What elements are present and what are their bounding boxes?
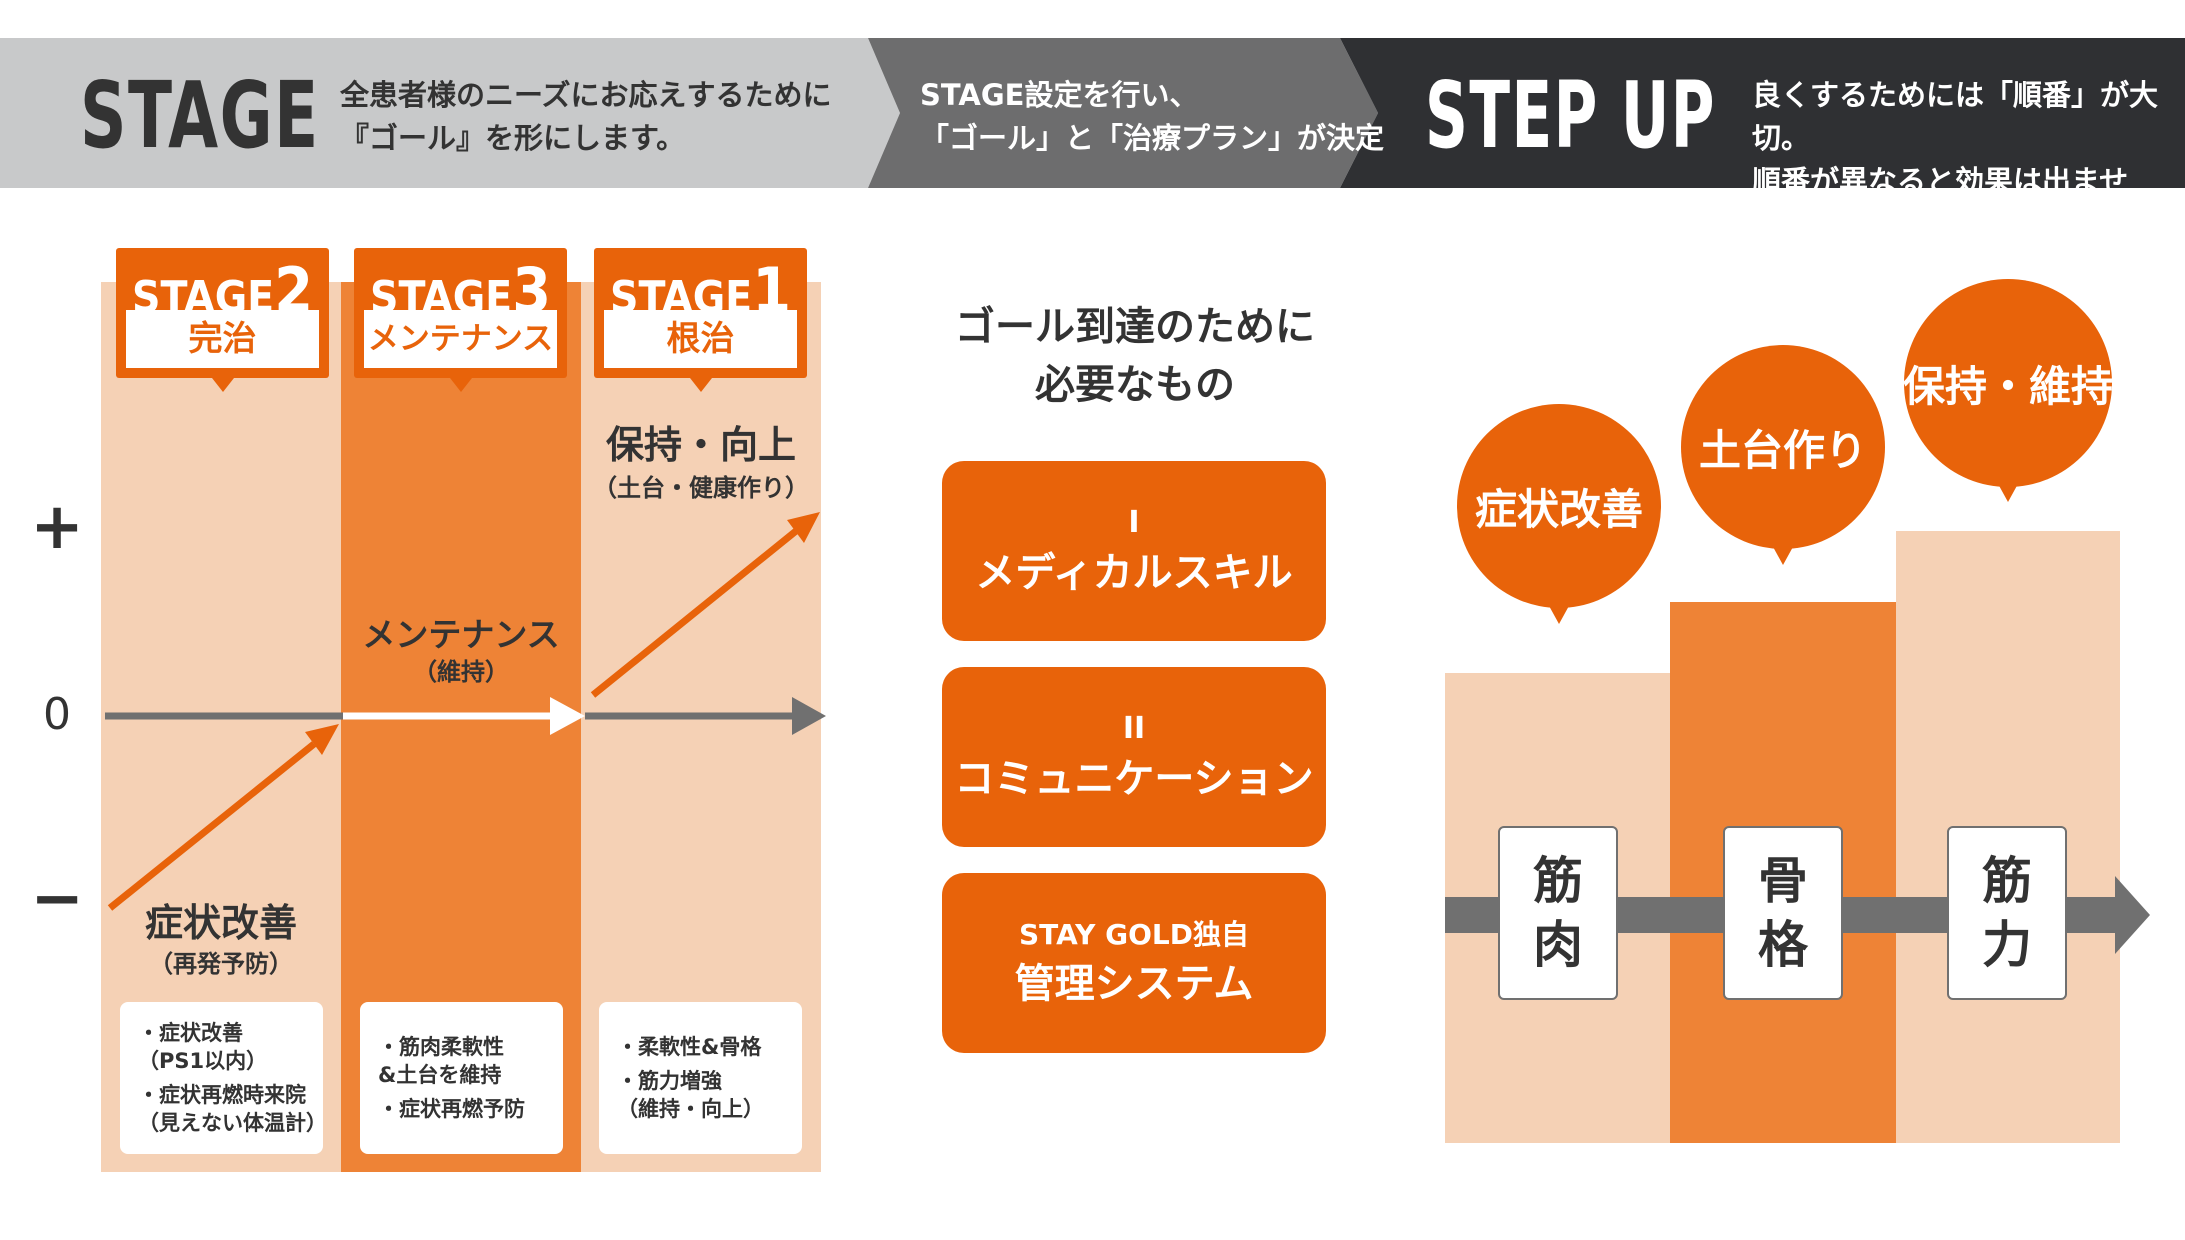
col2-main-label: メンテナンス	[362, 615, 560, 654]
col1-sub-label: （再発予防）	[149, 950, 293, 978]
element-card-3: 筋 力	[1947, 826, 2067, 1000]
middle-title-line1: ゴール到達のために	[955, 304, 1315, 350]
note-card-2-item-1: ・筋肉柔軟性 &土台を維持	[378, 1035, 504, 1087]
col1-main-label: 症状改善	[144, 901, 297, 945]
stage-header-2-name: メンテナンス	[364, 310, 557, 368]
stage-header-2: STAGE3 メンテナンス	[354, 248, 567, 392]
goal-bubble-1: 症状改善	[1457, 404, 1661, 608]
middle-title-line2: 必要なもの	[1035, 362, 1235, 408]
goal-bubble-3-tail	[1997, 482, 2019, 502]
header-middle-line1: STAGE設定を行い、	[920, 78, 1199, 112]
note-card-3: ・柔軟性&骨格 ・筋力増強 （維持・向上）	[599, 1002, 802, 1154]
note-card-3-item-2: ・筋力増強 （維持・向上）	[617, 1069, 764, 1121]
header-stepup-line2: 順番が異なると効果は出ません。	[1752, 164, 2129, 241]
stage-header-2-notch	[449, 378, 472, 392]
header-middle-line2: 「ゴール」と「治療プラン」が決定	[920, 121, 1385, 155]
rising-arrow-1	[107, 741, 317, 911]
rising-arrow-1-head	[305, 724, 339, 755]
element-card-2-char-1: 骨	[1758, 852, 1808, 910]
rising-arrow-2	[590, 528, 799, 698]
stage-header-1-notch	[211, 378, 234, 392]
axis-plus-sign: +	[30, 490, 84, 564]
element-card-3-char-1: 筋	[1982, 852, 2032, 910]
goal-bubble-3: 保持・維持	[1903, 279, 2113, 487]
element-card-1-char-2: 肉	[1533, 916, 1583, 974]
header-stepup-text: 良くするためには「順番」が大切。 順番が異なると効果は出ません。	[1752, 74, 2185, 246]
element-card-2: 骨 格	[1723, 826, 1843, 1000]
col3-sub-label: （土台・健康作り）	[593, 474, 809, 502]
zero-axis-arrowhead-middle	[550, 697, 585, 735]
stage-header-3: STAGE1 根治	[594, 248, 807, 392]
col2-sub-label: （維持）	[413, 658, 509, 686]
requirement-box-3-text: 管理システム	[1014, 961, 1254, 1007]
middle-title: ゴール到達のために 必要なもの	[900, 298, 1370, 414]
stage-header-1: STAGE2 完治	[116, 248, 329, 392]
stage-header-3-name: 根治	[604, 310, 797, 368]
header-segment-stage	[0, 38, 900, 188]
requirement-box-2-text: コミュニケーション	[954, 756, 1314, 802]
requirement-box-2: II コミュニケーション	[942, 667, 1326, 847]
header-middle-text: STAGE設定を行い、 「ゴール」と「治療プラン」が決定	[920, 74, 1384, 160]
header-stage-word: STAGE	[80, 62, 320, 169]
goal-bubble-1-tail	[1548, 604, 1570, 624]
zero-axis-arrowhead-right	[792, 697, 826, 735]
axis-minus-sign: −	[30, 862, 84, 936]
note-card-1-item-1: ・症状改善 （PS1以内）	[138, 1021, 268, 1073]
element-card-3-char-2: 力	[1982, 916, 2032, 974]
note-card-2-item-2: ・症状再燃予防	[378, 1097, 525, 1121]
axis-zero-label: 0	[43, 689, 71, 740]
header-stage-description: 全患者様のニーズにお応えするために 『ゴール』を形にします。	[340, 74, 832, 160]
requirement-box-1: I メディカルスキル	[942, 461, 1326, 641]
requirement-box-3-small: STAY GOLD独自	[1019, 918, 1249, 951]
goal-bubble-2: 土台作り	[1681, 345, 1885, 549]
stage-header-1-name: 完治	[126, 310, 319, 368]
header-stage-desc-line1: 全患者様のニーズにお応えするために	[340, 78, 832, 112]
element-card-1-char-1: 筋	[1533, 852, 1583, 910]
element-card-1: 筋 肉	[1498, 826, 1618, 1000]
note-card-2: ・筋肉柔軟性 &土台を維持 ・症状再燃予防	[360, 1002, 563, 1154]
col3-main-label: 保持・向上	[605, 423, 796, 467]
requirement-box-1-text: メディカルスキル	[975, 550, 1293, 596]
stage-header-3-notch	[689, 378, 712, 392]
header-segment-stepup	[1340, 38, 2185, 188]
element-card-2-char-2: 格	[1758, 916, 1808, 974]
header-stepup-word: STEP UP	[1425, 62, 1716, 169]
header-segment-middle	[868, 38, 1378, 188]
note-card-1-item-2: ・症状再燃時来院 （見えない体温計）	[138, 1083, 327, 1135]
header-stage-desc-line2: 『ゴール』を形にします。	[340, 121, 686, 155]
note-card-3-item-1: ・柔軟性&骨格	[617, 1035, 762, 1059]
requirement-box-2-number: II	[1122, 711, 1146, 746]
header-stepup-line1: 良くするためには「順番」が大切。	[1752, 78, 2159, 155]
progress-graph	[105, 512, 826, 911]
note-card-1: ・症状改善 （PS1以内） ・症状再燃時来院 （見えない体温計）	[120, 1002, 327, 1154]
rising-arrow-2-head	[787, 512, 820, 543]
requirement-box-3: STAY GOLD独自 管理システム	[942, 873, 1326, 1053]
foundation-arrow-head	[2115, 876, 2150, 954]
requirement-box-1-number: I	[1128, 505, 1140, 540]
header-band	[0, 38, 2185, 188]
goal-bubble-2-tail	[1772, 545, 1794, 565]
